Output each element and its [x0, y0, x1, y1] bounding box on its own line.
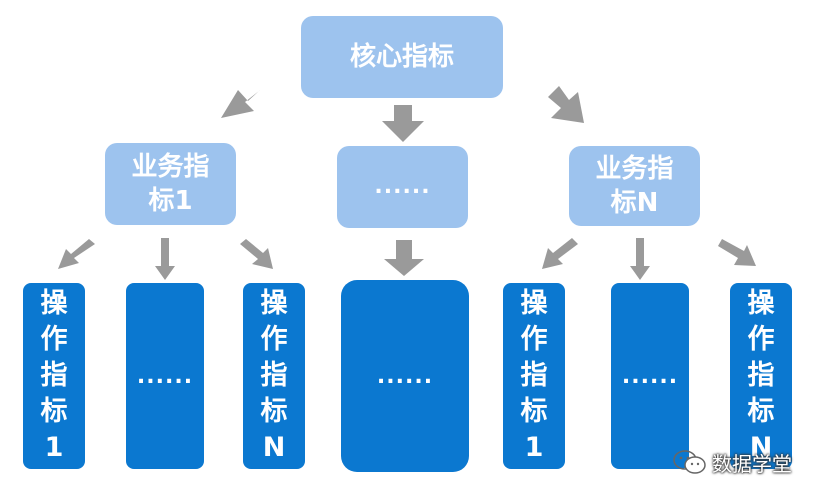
arrow-left-to-op1 — [58, 239, 95, 269]
operation-node-7: 操 作 指 标 N — [730, 283, 792, 469]
root-node-label: 核心指标 — [349, 42, 454, 72]
business-node-1: 业务指 标1 — [105, 143, 236, 225]
operation-node-3-label: 操 作 指 标 N — [260, 288, 288, 463]
arrow-right-to-dots — [630, 238, 650, 280]
operation-node-5-label: 操 作 指 标 1 — [520, 288, 548, 463]
arrow-right-to-op1 — [542, 238, 578, 269]
operation-node-3: 操 作 指 标 N — [243, 283, 305, 469]
operation-node-2: ...... — [126, 283, 204, 469]
arrow-left-to-dots — [155, 238, 175, 280]
operation-node-6-label: ...... — [621, 363, 679, 389]
business-node-n-label: 业务指 标N — [595, 154, 674, 218]
operation-node-4-label: ...... — [376, 363, 434, 389]
operation-node-2-label: ...... — [136, 363, 194, 389]
arrow-middle-to-dots — [384, 240, 424, 276]
watermark: 数据学堂 — [672, 446, 812, 478]
arrow-root-to-middle — [382, 105, 424, 142]
arrow-right-to-opN — [718, 239, 756, 266]
operation-node-4: ...... — [341, 280, 469, 472]
arrow-left-to-opN — [240, 239, 273, 269]
wechat-icon — [673, 450, 706, 474]
operation-node-1-label: 操 作 指 标 1 — [40, 288, 68, 463]
arrow-root-to-left — [221, 90, 260, 118]
root-node: 核心指标 — [301, 16, 503, 98]
arrow-root-to-right — [548, 86, 584, 123]
operation-node-7-label: 操 作 指 标 N — [747, 288, 775, 463]
business-node-middle: ...... — [337, 146, 468, 228]
business-node-1-label: 业务指 标1 — [131, 152, 210, 216]
business-node-middle-label: ...... — [374, 174, 431, 199]
operation-node-5: 操 作 指 标 1 — [503, 283, 565, 469]
operation-node-1: 操 作 指 标 1 — [23, 283, 85, 469]
business-node-n: 业务指 标N — [569, 146, 700, 226]
watermark-text: 数据学堂 — [712, 451, 792, 476]
operation-node-6: ...... — [611, 283, 689, 469]
